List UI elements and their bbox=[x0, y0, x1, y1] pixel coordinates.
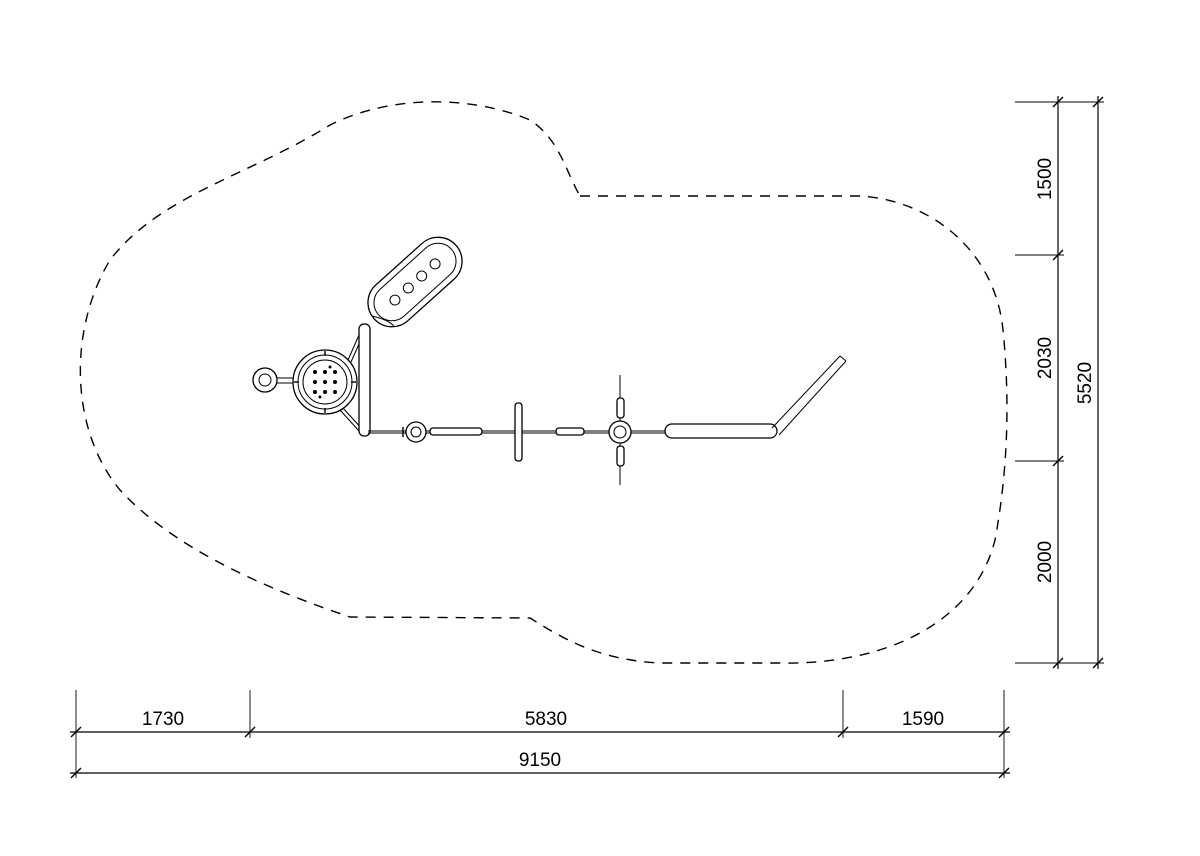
dim-label-top: 1500 bbox=[1035, 158, 1056, 200]
angled-beam bbox=[771, 355, 847, 436]
small-ring-element bbox=[252, 367, 293, 393]
climbing-panel bbox=[367, 236, 463, 328]
dim-label-total-height: 5520 bbox=[1075, 362, 1096, 404]
safety-zone-boundary bbox=[79, 101, 1008, 664]
vertical-dimensions: 1500 2030 2000 5520 bbox=[1015, 96, 1104, 669]
equipment-layout bbox=[252, 236, 847, 485]
dim-label-center: 2030 bbox=[1035, 337, 1056, 379]
horizontal-dimensions: 1730 5830 1590 9150 bbox=[70, 690, 1010, 779]
long-beam bbox=[664, 423, 778, 439]
dim-label-bottom: 2000 bbox=[1035, 541, 1056, 583]
dim-label-total-width: 9150 bbox=[519, 750, 561, 771]
dim-label-middle: 5830 bbox=[525, 709, 567, 730]
dim-label-right: 1590 bbox=[902, 709, 944, 730]
cable-node-1 bbox=[402, 421, 427, 443]
vertical-beam bbox=[358, 323, 371, 437]
dim-label-left: 1730 bbox=[142, 709, 184, 730]
cross-node bbox=[608, 375, 632, 485]
round-platform bbox=[292, 349, 358, 415]
vertical-board bbox=[514, 402, 523, 462]
